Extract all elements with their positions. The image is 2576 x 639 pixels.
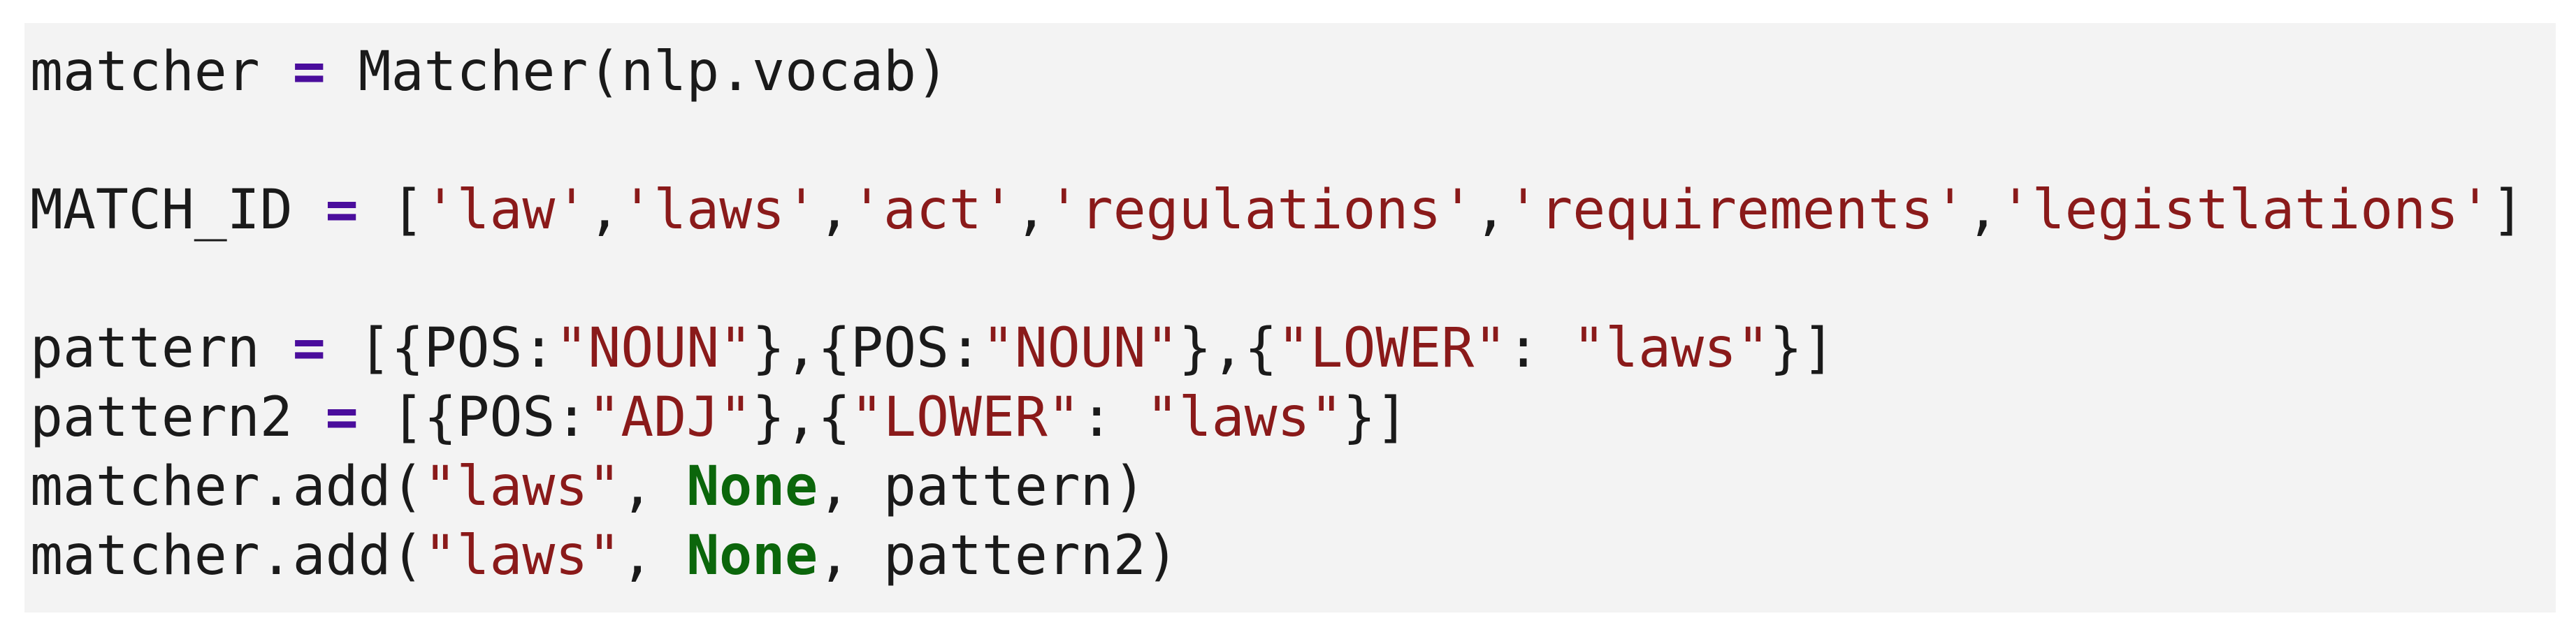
code-token-default: MATCH_ID bbox=[30, 179, 326, 242]
code-token-default: [{POS: bbox=[358, 386, 588, 449]
code-token-default: , bbox=[588, 179, 621, 242]
code-token-default: },{ bbox=[1178, 317, 1278, 380]
code-line-blank bbox=[30, 107, 2556, 176]
code-token-operator: = bbox=[292, 41, 326, 103]
code-token-string: 'legistlations' bbox=[1999, 179, 2492, 242]
code-token-string: 'requirements' bbox=[1507, 179, 1967, 242]
code-token-default: },{ bbox=[752, 386, 851, 449]
code-token-string: 'laws' bbox=[621, 179, 818, 242]
code-token-operator: = bbox=[292, 317, 326, 380]
code-line-blank bbox=[30, 245, 2556, 314]
code-token-default: , pattern) bbox=[818, 455, 1146, 518]
code-token-keyword: None bbox=[686, 524, 818, 587]
code-token-string: "laws" bbox=[1145, 386, 1343, 449]
code-token-default: pattern bbox=[30, 317, 293, 380]
code-token-default: }] bbox=[1769, 317, 1835, 380]
code-token-default: , pattern2) bbox=[818, 524, 1179, 587]
code-token-string: "laws" bbox=[424, 524, 621, 587]
code-token-string: "NOUN" bbox=[555, 317, 753, 380]
code-line: MATCH_ID = ['law','laws','act','regulati… bbox=[30, 176, 2556, 245]
code-line: pattern2 = [{POS:"ADJ"},{"LOWER": "laws"… bbox=[30, 383, 2556, 453]
code-token-default: matcher.add( bbox=[30, 524, 424, 587]
code-token-operator: = bbox=[325, 179, 359, 242]
code-token-string: "laws" bbox=[424, 455, 621, 518]
code-token-keyword: None bbox=[686, 455, 818, 518]
code-token-default: }] bbox=[1343, 386, 1409, 449]
code-token-string: 'regulations' bbox=[1047, 179, 1475, 242]
code-token-default: matcher bbox=[30, 41, 293, 103]
code-token-default: pattern2 bbox=[30, 386, 326, 449]
code-token-default: ] bbox=[2491, 179, 2525, 242]
code-token-string: "LOWER" bbox=[851, 386, 1080, 449]
code-token-default: [{POS: bbox=[325, 317, 556, 380]
code-cell[interactable]: matcher = Matcher(nlp.vocab) MATCH_ID = … bbox=[24, 23, 2556, 612]
code-token-string: "laws" bbox=[1572, 317, 1770, 380]
code-line: pattern = [{POS:"NOUN"},{POS:"NOUN"},{"L… bbox=[30, 314, 2556, 383]
code-token-string: "ADJ" bbox=[588, 386, 753, 449]
code-token-string: "NOUN" bbox=[981, 317, 1179, 380]
code-line: matcher = Matcher(nlp.vocab) bbox=[30, 38, 2556, 107]
code-token-default: , bbox=[621, 455, 687, 518]
code-token-string: 'act' bbox=[851, 179, 1015, 242]
code-token-default: : bbox=[1080, 386, 1146, 449]
code-token-default: , bbox=[818, 179, 851, 242]
code-token-default: , bbox=[1474, 179, 1507, 242]
code-token-operator: = bbox=[325, 386, 359, 449]
code-token-default: },{POS: bbox=[752, 317, 982, 380]
code-token-string: 'law' bbox=[424, 179, 588, 242]
code-token-default: , bbox=[1966, 179, 1999, 242]
code-token-default: , bbox=[621, 524, 687, 587]
code-line: matcher.add("laws", None, pattern2) bbox=[30, 522, 2556, 591]
code-line: matcher.add("laws", None, pattern) bbox=[30, 453, 2556, 522]
code-token-string: "LOWER" bbox=[1277, 317, 1507, 380]
code-token-default: [ bbox=[358, 179, 424, 242]
code-token-default: , bbox=[1014, 179, 1048, 242]
code-token-default: Matcher(nlp.vocab) bbox=[325, 41, 949, 103]
code-token-default: matcher.add( bbox=[30, 455, 424, 518]
code-token-default: : bbox=[1507, 317, 1573, 380]
